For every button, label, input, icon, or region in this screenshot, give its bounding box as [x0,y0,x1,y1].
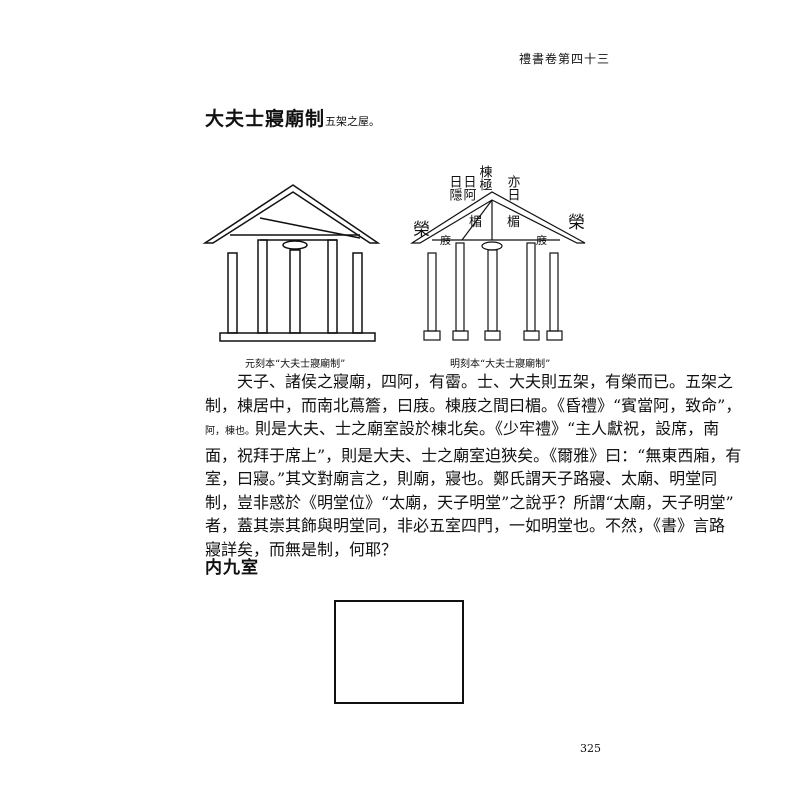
running-head: 禮書卷第四十三 [518,52,610,66]
body-line: 寢詳矣，而無是制，何耶？ [205,539,398,559]
figure-pair: 棟極 日隱 日阿 亦日 楣 楣 榮 榮 庪 庪 [202,165,586,342]
body-line: 室，曰寢。”其文對廟言之，則廟，寢也。鄭氏謂天子路寢、太廟、明堂同 [205,469,718,488]
inline-note: 阿，棟也。 [205,426,255,437]
label-ri-a: 日阿 [461,175,476,201]
body-line-with-note: 阿，棟也。則是大夫、士之廟室設於棟北矣。《少牢禮》“主人獻祝，設席，南 [205,417,719,444]
section-title: 大夫士寢廟制五架之屋。 [205,104,380,131]
page-number: 325 [580,742,601,755]
label-rong-right: 榮 [568,213,585,233]
section-title-2: 内九室 [205,558,259,578]
section-title-text: 大夫士寢廟制 [205,108,326,130]
right-figure [409,191,586,341]
right-figure-caption: 明刻本“大夫士寢廟制” [450,359,551,370]
body-line: 天子、諸侯之寢廟，四阿，有霤。士、大夫則五架，有榮而已。五架之 [237,372,734,391]
body-text: 天子、諸侯之寢廟，四阿，有霤。士、大夫則五架，有榮而已。五架之 制，棟居中，而南… [205,370,742,561]
body-line: 者，蓋其崇其飾與明堂同，非必五室四門，一如明堂也。不然，《書》言路 [205,516,726,535]
label-yi-ri: 亦日 [505,174,521,201]
left-figure [202,184,381,342]
body-line: 則是大夫、士之廟室設於棟北矣。《少牢禮》“主人獻祝，設席，南 [255,419,720,438]
label-mei-right: 楣 [507,215,520,230]
left-figure-caption: 元刻本“大夫士寢廟制” [245,359,346,370]
label-gui-right: 庪 [536,233,547,247]
label-mei-left: 楣 [469,215,482,230]
body-line: 制，棟居中，而南北蔦簷，曰庪。棟庪之間曰楣。《昏禮》“賓當阿，致命”， [205,395,742,415]
body-line: 制，豈非惑於《明堂位》“太廟，天子明堂”之說乎？所謂“太廟，天子明堂” [205,492,734,512]
label-gui-left: 庪 [440,233,451,247]
body-line: 面，祝拜于席上”，則是大夫、士之廟室迫狹矣。《爾雅》曰：“無東西廂，有 [205,445,742,465]
section-subtitle: 五架之屋。 [325,115,381,128]
label-rong-left: 榮 [413,220,430,240]
label-ridge: 棟極 [477,165,493,191]
label-ri-yin: 日隱 [447,175,462,201]
nine-rooms-figure [334,600,464,704]
